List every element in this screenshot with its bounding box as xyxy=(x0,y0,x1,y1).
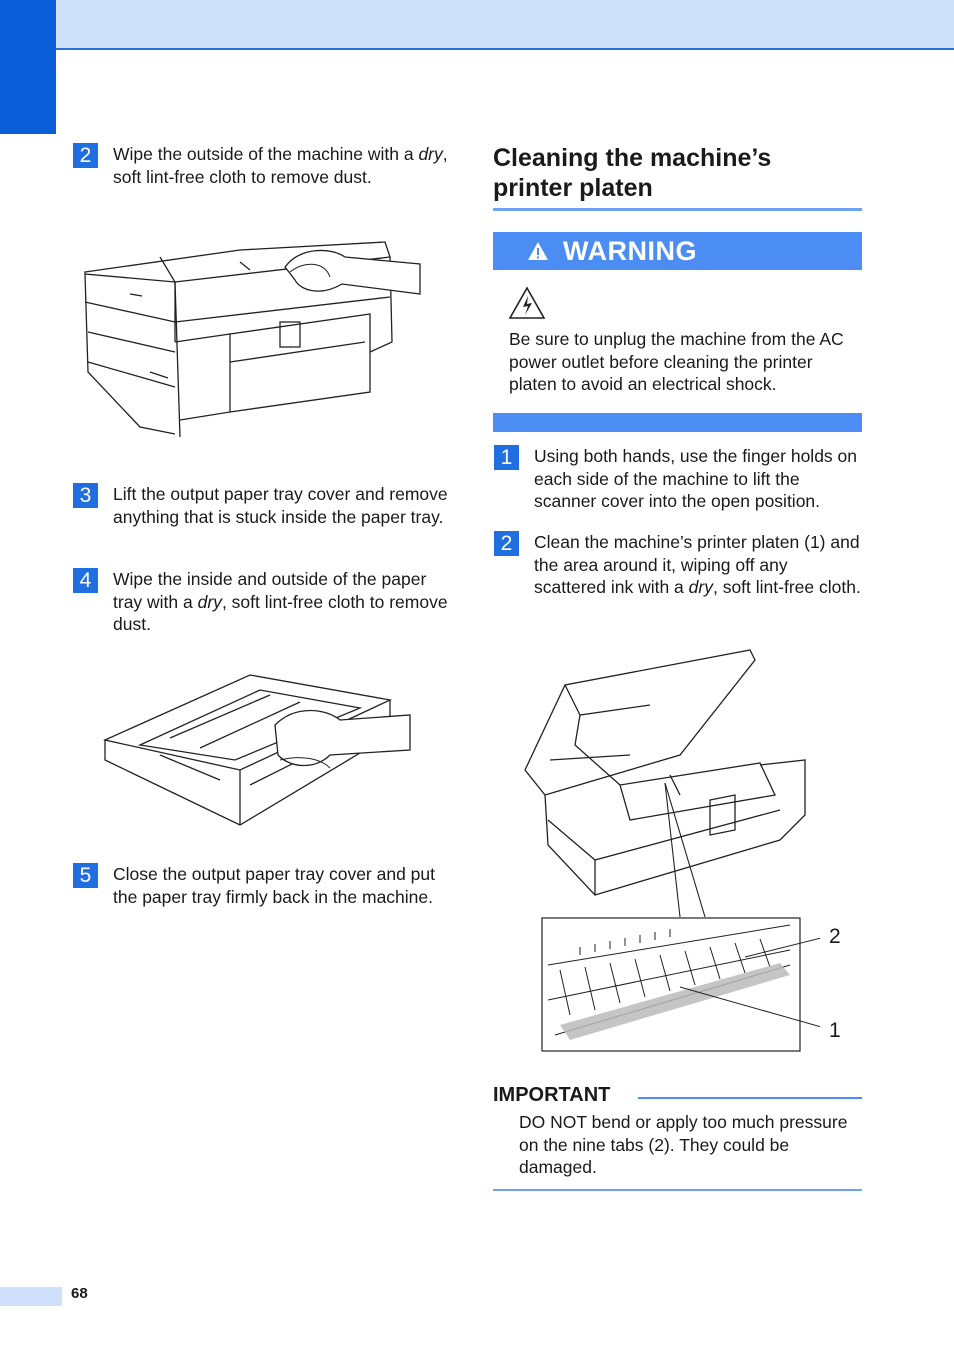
warning-bar: WARNING xyxy=(493,232,862,270)
step-number: 5 xyxy=(73,863,98,888)
printer-platen-illustration xyxy=(524,649,820,1052)
important-title: IMPORTANT xyxy=(493,1084,611,1106)
warning-label: WARNING xyxy=(563,236,697,266)
paper-tray-illustration xyxy=(102,674,411,826)
step-text: Wipe the inside and outside of the paper… xyxy=(113,569,448,634)
important-bottom-rule xyxy=(493,1189,862,1191)
step-number: 1 xyxy=(494,445,519,470)
important-body: DO NOT bend or apply too much pressure o… xyxy=(519,1112,848,1177)
step-number: 3 xyxy=(73,483,98,508)
page-number: 68 xyxy=(71,1285,88,1302)
callout-label-1: 1 xyxy=(829,1019,841,1042)
step-text: Wipe the outside of the machine with a d… xyxy=(113,144,448,187)
chapter-tab xyxy=(0,0,56,134)
machine-exterior-illustration xyxy=(84,241,421,438)
section-title: Cleaning the machine’s printer platen xyxy=(493,144,772,202)
electrical-hazard-icon xyxy=(508,286,546,319)
step-text: Lift the output paper tray cover and rem… xyxy=(113,484,448,527)
warning-bottom-bar xyxy=(493,413,862,432)
warning-triangle-icon xyxy=(528,242,548,260)
title-rule xyxy=(493,208,862,211)
step-text: Close the output paper tray cover and pu… xyxy=(113,864,436,907)
page-tab xyxy=(0,1287,62,1306)
step-text: Using both hands, use the finger holds o… xyxy=(534,446,857,511)
step-number: 2 xyxy=(494,531,519,556)
header-band xyxy=(0,0,954,50)
warning-body: Be sure to unplug the machine from the A… xyxy=(509,329,844,394)
step-number: 2 xyxy=(73,143,98,168)
important-rule xyxy=(638,1097,862,1099)
callout-label-2: 2 xyxy=(829,925,841,948)
step-text: Clean the machine’s printer platen (1) a… xyxy=(534,532,861,597)
step-number: 4 xyxy=(73,568,98,593)
